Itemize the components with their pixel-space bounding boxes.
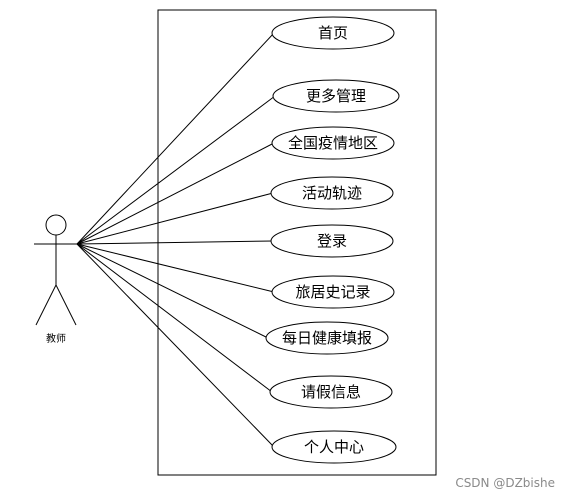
- watermark: CSDN @DZbishe: [455, 476, 555, 490]
- use-case-ellipse: [271, 430, 397, 464]
- use-case: 全国疫情地区: [271, 126, 395, 160]
- use-case-label: 登录: [317, 232, 347, 250]
- use-case: 活动轨迹: [270, 176, 394, 210]
- actor-left-leg: [35, 284, 57, 326]
- use-case: 更多管理: [272, 79, 400, 113]
- use-case-label: 首页: [318, 24, 348, 42]
- use-case-label: 更多管理: [306, 87, 366, 105]
- use-case-ellipse: [265, 321, 389, 355]
- association-line: [76, 240, 274, 245]
- use-case-ellipse: [271, 275, 395, 309]
- use-case-ellipse: [272, 79, 400, 113]
- use-case-label: 个人中心: [304, 438, 364, 456]
- use-case-label: 旅居史记录: [295, 283, 370, 301]
- use-case: 每日健康填报: [265, 321, 389, 355]
- association-line: [76, 243, 275, 448]
- association-line: [76, 142, 275, 245]
- use-case: 请假信息: [269, 375, 393, 409]
- association-line: [76, 32, 275, 245]
- use-case: 个人中心: [271, 430, 397, 464]
- use-case-ellipse: [269, 375, 393, 409]
- association-line: [76, 192, 274, 245]
- association-lines: [76, 32, 276, 448]
- use-case-label: 全国疫情地区: [288, 134, 378, 152]
- association-line: [76, 243, 275, 293]
- association-line: [76, 243, 269, 339]
- use-case-ellipse: [270, 224, 394, 258]
- actor: [34, 214, 78, 326]
- use-case: 旅居史记录: [271, 275, 395, 309]
- use-case-label: 请假信息: [301, 383, 361, 401]
- actor-head: [45, 214, 67, 236]
- use-case: 登录: [270, 224, 394, 258]
- actor-label: 教师: [46, 332, 66, 345]
- actor-right-leg: [55, 284, 77, 326]
- association-line: [76, 95, 276, 245]
- use-case-label: 每日健康填报: [282, 329, 372, 347]
- use-case-ellipse: [271, 16, 395, 50]
- use-case-label: 活动轨迹: [302, 184, 362, 202]
- association-line: [76, 243, 273, 393]
- use-case-ellipse: [270, 176, 394, 210]
- use-case: 首页: [271, 16, 395, 50]
- use-case-ellipse: [271, 126, 395, 160]
